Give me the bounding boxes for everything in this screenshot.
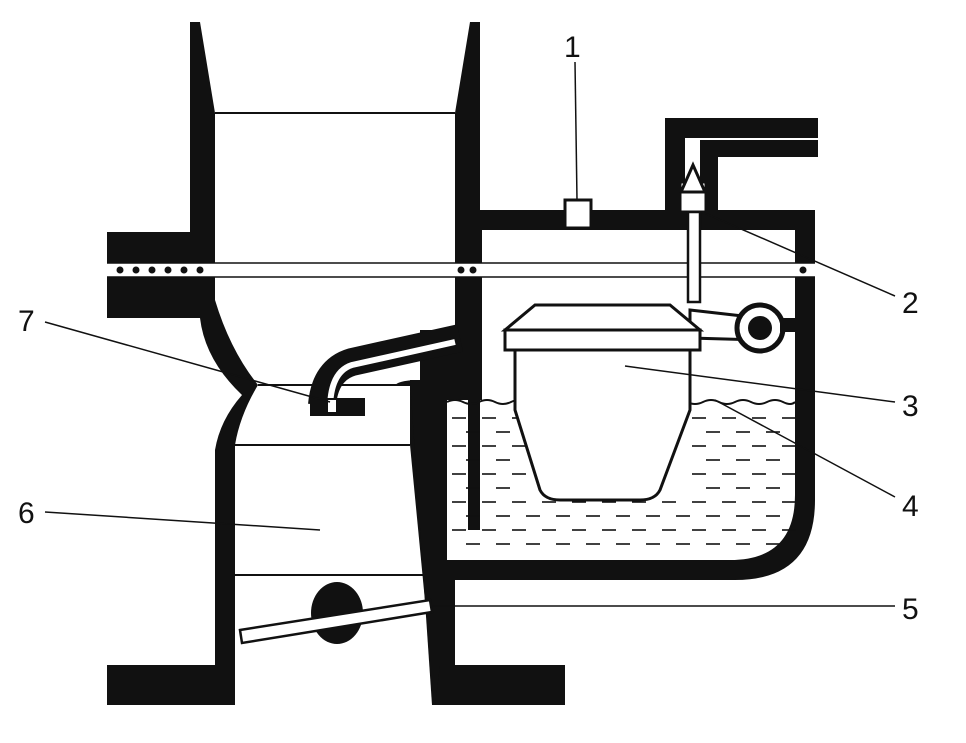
label-6: 6 xyxy=(18,497,35,530)
main-jet-nozzle xyxy=(308,324,464,416)
label-1: 1 xyxy=(564,31,581,64)
leader-lines xyxy=(44,61,896,607)
label-7: 7 xyxy=(18,305,35,338)
vent xyxy=(563,198,593,230)
baffle-plate xyxy=(468,230,480,530)
label-5: 5 xyxy=(902,593,919,626)
throttle-valve xyxy=(238,582,434,645)
float xyxy=(500,302,795,502)
fuel-inlet xyxy=(665,118,818,304)
label-4: 4 xyxy=(902,490,919,523)
label-3: 3 xyxy=(902,390,919,423)
fuel-level xyxy=(452,417,796,545)
label-2: 2 xyxy=(902,287,919,320)
gasket-line xyxy=(107,262,815,278)
